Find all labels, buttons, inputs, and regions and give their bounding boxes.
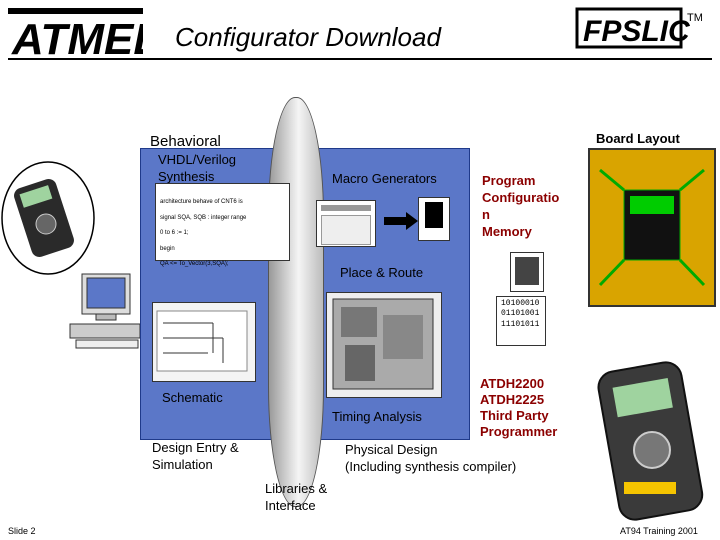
- code-line: signal SQA, SQB : integer range: [160, 214, 247, 221]
- layout-drawing: [332, 298, 434, 390]
- programmer-device-icon: [597, 361, 704, 521]
- libraries-pillar: [268, 97, 324, 507]
- bitstream-box: 10100010 01101001 11101011: [496, 296, 546, 346]
- arrow-right-icon: [384, 212, 418, 230]
- schematic-window: [152, 302, 256, 382]
- multimeter-icon: [1, 161, 95, 275]
- macro-generators-label: Macro Generators: [332, 171, 437, 186]
- svg-text:FPSLIC: FPSLIC: [583, 15, 691, 48]
- computer-icon: [69, 273, 141, 349]
- schematic-drawing: [156, 310, 248, 372]
- schematic-label: Schematic: [162, 390, 223, 405]
- physical-design-label: Physical Design: [345, 442, 438, 457]
- design-entry-label: Design Entry &: [152, 440, 239, 455]
- board-layout-label: Board Layout: [596, 131, 680, 146]
- fpslic-logo: FPSLIC TM: [575, 7, 703, 49]
- page-title: Configurator Download: [175, 22, 441, 52]
- memory-chip-image: [510, 252, 544, 292]
- place-route-label: Place & Route: [340, 265, 424, 280]
- board-drawing: [596, 156, 708, 299]
- libraries-label: Libraries &: [265, 481, 328, 496]
- vhdl-label: VHDL/Verilog: [158, 152, 237, 167]
- code-line: begin: [160, 245, 175, 252]
- code-line: architecture behave of CNT6 is: [160, 199, 243, 205]
- slide-number: Slide 2: [8, 526, 36, 536]
- code-line: QA <= To_Vector(3,SQA);: [160, 261, 229, 268]
- svg-text:ATMEL: ATMEL: [11, 15, 143, 60]
- interface-label: Interface: [265, 498, 316, 513]
- program-memory-label: Program Configuratio n Memory: [482, 173, 560, 239]
- atmel-logo: ATMEL: [8, 8, 143, 60]
- code-line: 0 to 6 := 1;: [160, 230, 189, 237]
- macro-chip-image: [418, 197, 450, 241]
- timing-analysis-label: Timing Analysis: [332, 409, 422, 424]
- simulation-label: Simulation: [152, 457, 213, 472]
- macro-generator-window: [316, 200, 376, 247]
- behavioral-label: Behavioral: [150, 133, 221, 150]
- board-layout-image: [588, 148, 716, 307]
- synthesis-label: Synthesis: [158, 169, 215, 184]
- place-route-window: [326, 292, 442, 398]
- programmer-label: ATDH2200 ATDH2225 Third Party Programmer: [480, 376, 558, 439]
- physical-design-sub-label: (Including synthesis compiler): [345, 459, 517, 474]
- svg-text:TM: TM: [687, 12, 703, 24]
- footer-training: AT94 Training 2001: [620, 526, 698, 536]
- header-rule: [8, 58, 712, 60]
- vhdl-code-box: architecture behave of CNT6 is signal SQ…: [155, 183, 290, 267]
